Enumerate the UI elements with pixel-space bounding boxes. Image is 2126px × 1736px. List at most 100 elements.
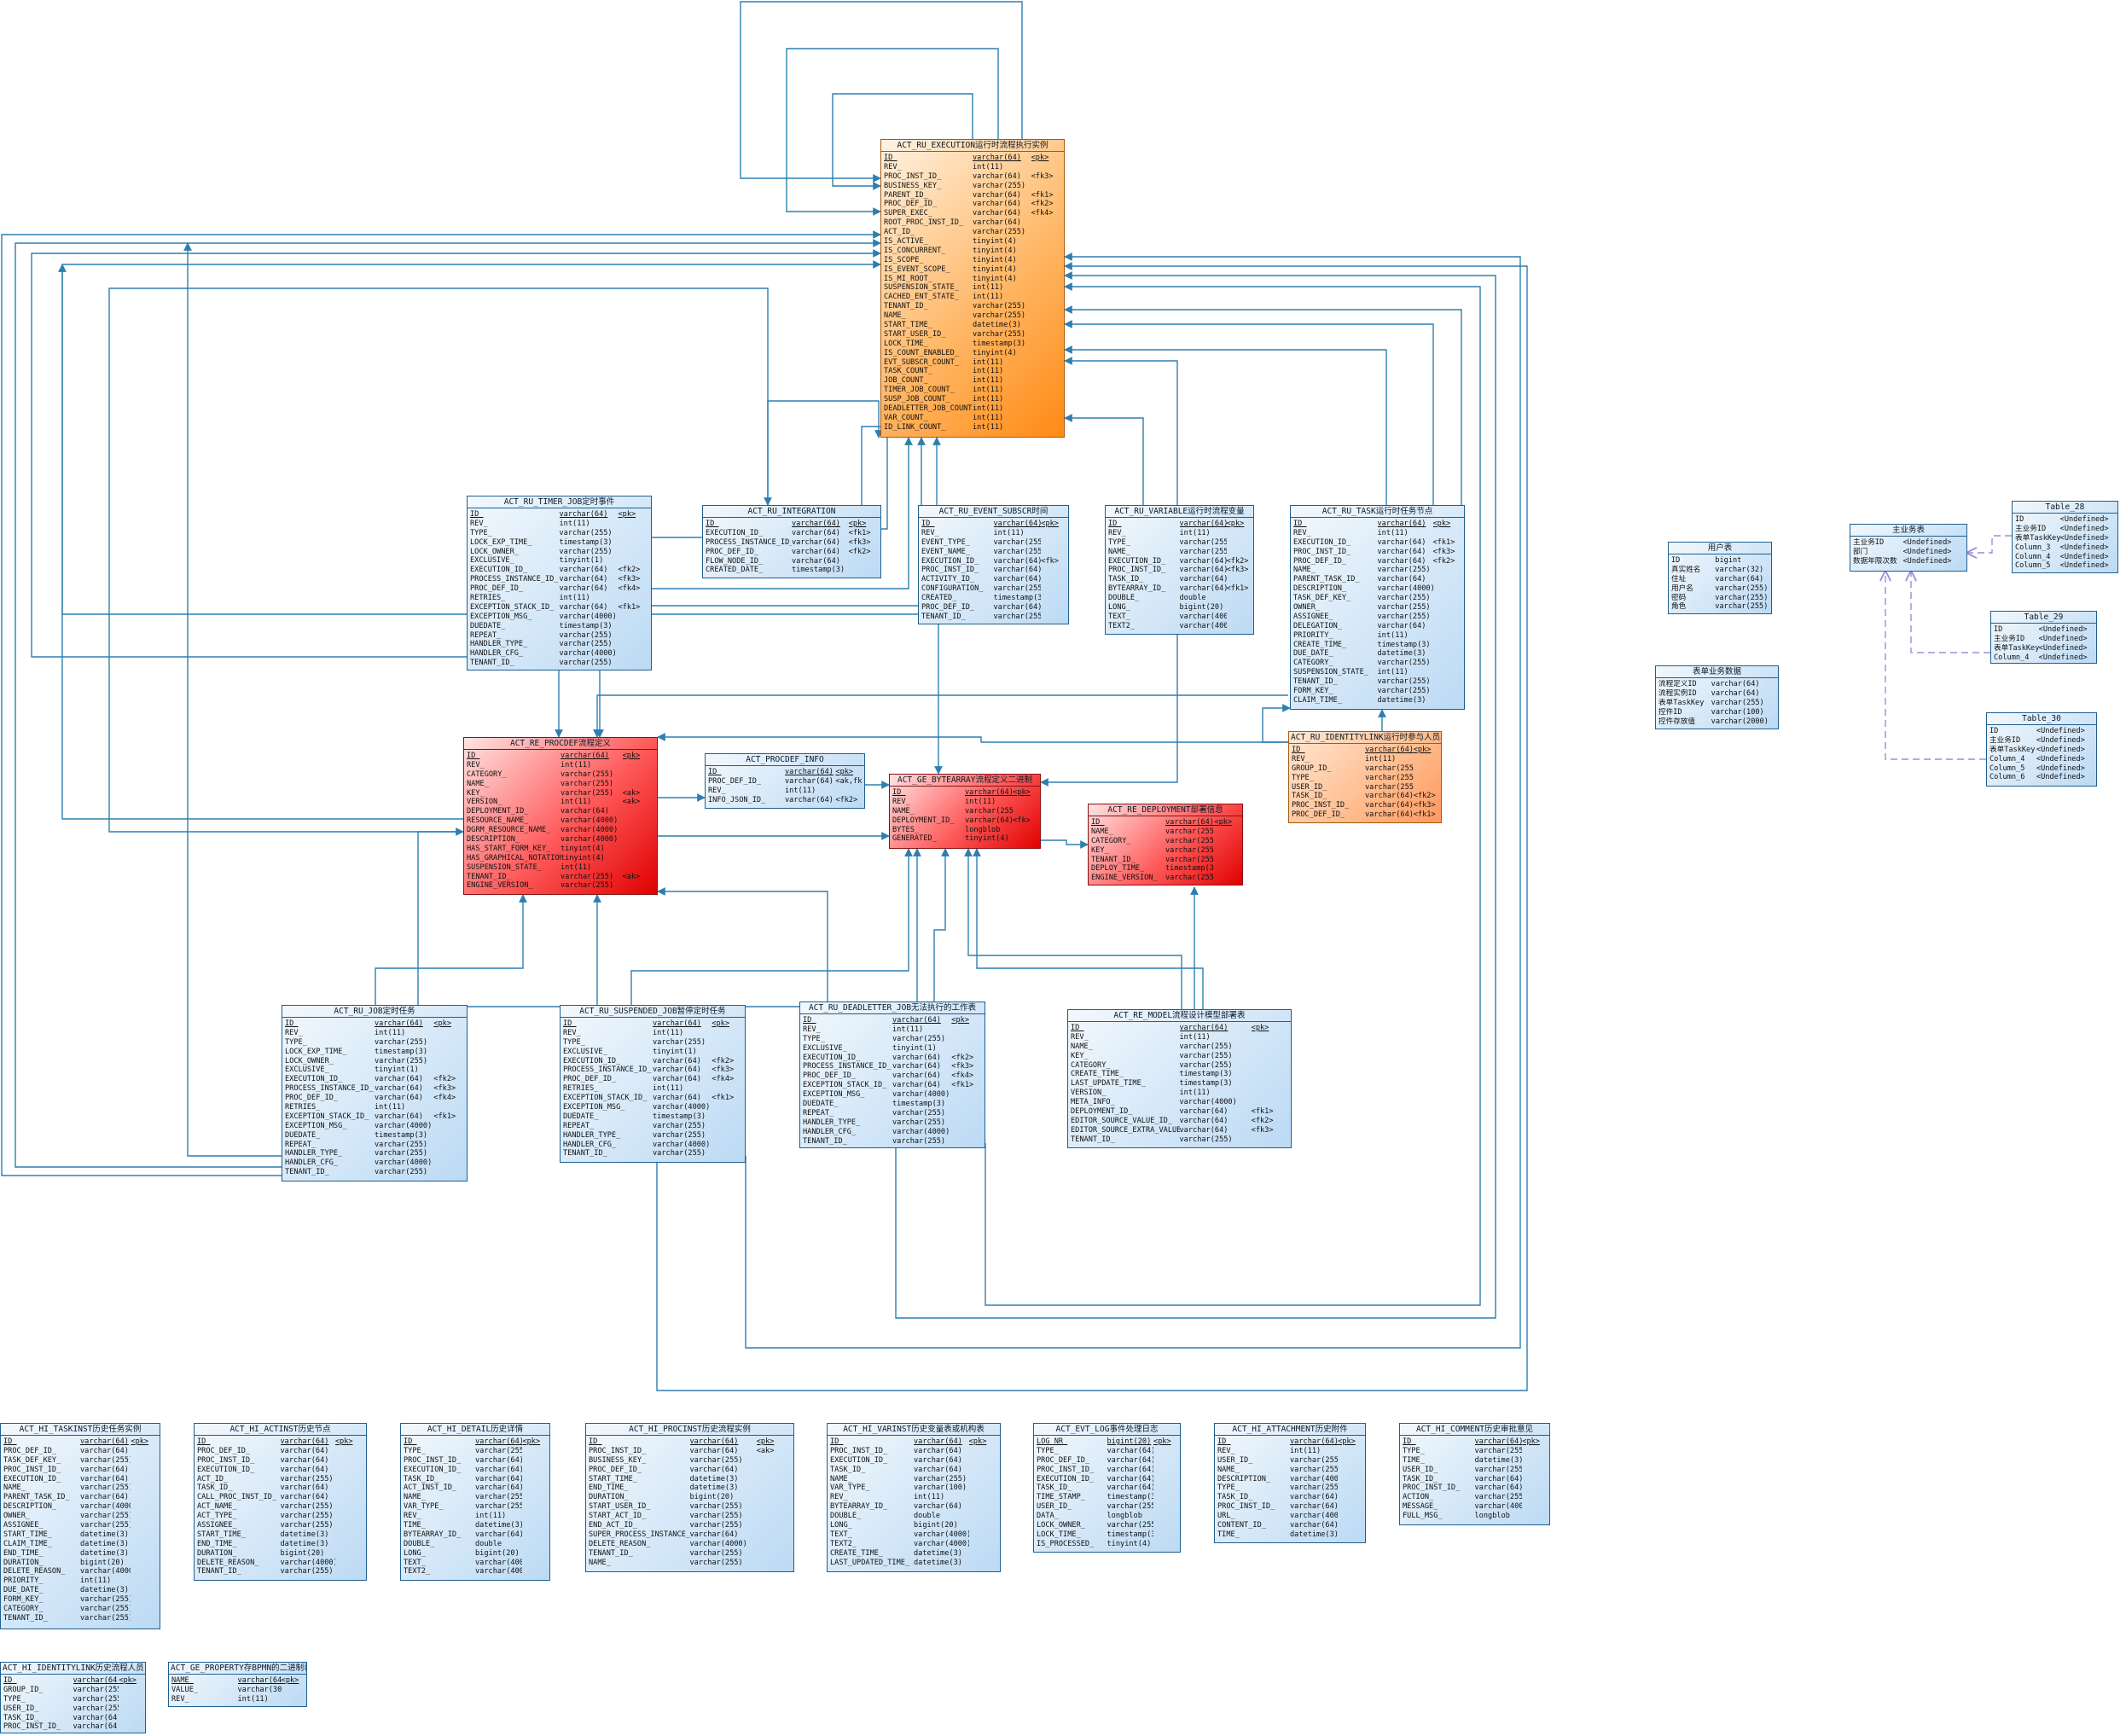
column-name: EXCEPTION_STACK_ID_ bbox=[285, 1112, 369, 1121]
column-row: PROC_INST_ID_varchar(64)<fk3> bbox=[1292, 801, 1438, 810]
column-key bbox=[1013, 826, 1037, 835]
column-type: varchar(255) bbox=[375, 1149, 428, 1158]
column-type: varchar(255) bbox=[280, 1502, 334, 1512]
column-name: Column_6 bbox=[1989, 773, 2025, 782]
column-row: DEPLOYMENT_ID_varchar(64) bbox=[467, 807, 654, 816]
column-type: varchar(64) bbox=[973, 171, 1021, 181]
column-name: Column_3 bbox=[2015, 543, 2051, 552]
column-type: int(11) bbox=[375, 1028, 406, 1037]
column-name: CACHED_ENT_STATE_ bbox=[884, 293, 959, 302]
column-name: 密码 bbox=[1671, 593, 1687, 602]
foreign-key-line bbox=[593, 694, 1288, 738]
column-name: BYTEARRAY_ID_ bbox=[830, 1502, 888, 1512]
table-title: ACT_PROCDEF_INFO bbox=[706, 754, 864, 766]
column-row: SUSPENSION_STATE_int(11) bbox=[1293, 668, 1461, 677]
column-name: DEPLOYMENT_ID_ bbox=[892, 816, 955, 825]
column-type: int(11) bbox=[973, 404, 1004, 414]
column-name: PROC_DEF_ID_ bbox=[563, 1075, 617, 1084]
column-key bbox=[131, 1576, 157, 1586]
column-name: VAR_COUNT_ bbox=[884, 413, 928, 422]
column-type: varchar(64) bbox=[1179, 1107, 1229, 1117]
column-name: HANDLER_TYPE_ bbox=[803, 1118, 861, 1127]
table-title: ACT_RE_DEPLOYMENT部署信息 bbox=[1089, 804, 1242, 816]
column-name: ID_ bbox=[197, 1437, 211, 1446]
column-name: LOG_NR_ bbox=[1037, 1437, 1068, 1446]
column-key bbox=[969, 1475, 997, 1484]
column-key bbox=[433, 1131, 464, 1141]
column-name: IS_COUNT_ENABLED_ bbox=[884, 348, 959, 357]
column-type: longblob bbox=[1107, 1512, 1142, 1521]
column-name: ID_ bbox=[921, 520, 935, 528]
table-property[interactable]: ACT_GE_PROPERTY存BPMN的二进制表NAME_varchar(64… bbox=[168, 1662, 307, 1707]
column-name: TYPE_ bbox=[1037, 1446, 1059, 1455]
column-row: EXECUTION_ID_varchar(64)<fk1> bbox=[706, 529, 878, 538]
column-key bbox=[131, 1456, 157, 1466]
column-key: <fk1> bbox=[712, 1094, 735, 1103]
column-key bbox=[951, 1025, 982, 1035]
table-title: Table_28 bbox=[2013, 502, 2117, 514]
column-row: DESCRIPTION_varchar(4000) bbox=[467, 835, 654, 845]
column-row: PARENT_TASK_ID_varchar(64) bbox=[3, 1493, 157, 1502]
table-identitylink[interactable]: ACT_RU_IDENTITYLINK运行时参与人员与节点关系ID_varcha… bbox=[1288, 731, 1442, 823]
column-name: EXECUTION_ID_ bbox=[197, 1465, 255, 1474]
column-type: timestamp(3) bbox=[559, 621, 613, 630]
column-row: START_TIME_datetime(3) bbox=[3, 1530, 157, 1540]
column-key bbox=[1338, 1493, 1362, 1502]
column-type: varchar(64) bbox=[792, 547, 840, 556]
column-type: varchar(255) bbox=[1290, 1483, 1339, 1493]
column-name: REPEAT_ bbox=[285, 1140, 317, 1149]
column-key bbox=[1153, 1456, 1177, 1466]
column-name: DESCRIPTION_ bbox=[3, 1502, 57, 1512]
column-type: varchar(255) bbox=[892, 1136, 946, 1146]
column-type: tinyint(4) bbox=[973, 348, 1017, 357]
column-name: META_INFO_ bbox=[1071, 1098, 1115, 1107]
column-type: varchar(4000) bbox=[1377, 584, 1433, 594]
column-name: PROC_INST_ID_ bbox=[1403, 1483, 1461, 1493]
column-type: int(11) bbox=[1179, 1089, 1211, 1098]
column-row: TENANT_ID_varchar(255) bbox=[563, 1149, 742, 1158]
table-title: ACT_RU_JOB定时任务 bbox=[282, 1006, 467, 1018]
table-main-biz[interactable]: 主业务表主业务ID<Undefined>部门<Undefined>数据年限次数<… bbox=[1850, 524, 1967, 572]
column-type: varchar(64) bbox=[914, 1446, 962, 1455]
column-name: EXECUTION_ID_ bbox=[1293, 537, 1351, 547]
column-type: int(11) bbox=[973, 293, 1004, 302]
column-name: ACT_INST_ID_ bbox=[404, 1483, 457, 1493]
column-key bbox=[2089, 755, 2094, 764]
column-key bbox=[1433, 584, 1462, 594]
column-key bbox=[1153, 1521, 1177, 1530]
column-name: VALUE_ bbox=[171, 1685, 199, 1694]
column-name: PROC_DEF_ID_ bbox=[470, 584, 524, 594]
column-type: varchar(4000) bbox=[559, 612, 617, 621]
column-type: <Undefined> bbox=[2036, 745, 2085, 754]
column-row: REV_int(11) bbox=[1108, 529, 1251, 538]
